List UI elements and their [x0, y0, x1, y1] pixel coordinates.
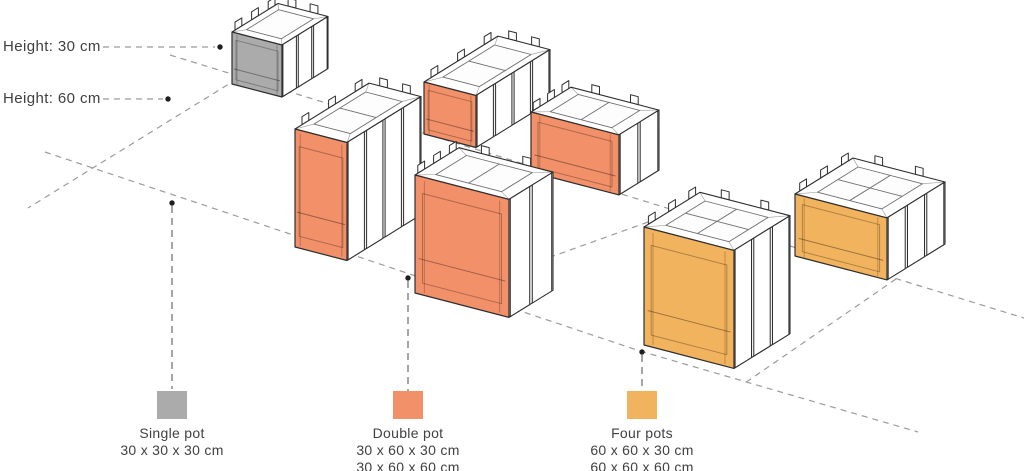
double-pot-dims-1: 30 x 60 x 30 cm	[356, 442, 460, 458]
four-pots-short	[794, 152, 946, 281]
single-pot	[231, 0, 329, 98]
single-pot-label: Single pot	[139, 425, 205, 441]
double-pot-dims-2: 30 x 60 x 60 cm	[356, 459, 460, 471]
legend-single-pot: Single pot 30 x 30 x 30 cm	[82, 391, 262, 459]
legend-four-pots: Four pots 60 x 60 x 30 cm 60 x 60 x 60 c…	[552, 391, 732, 471]
double-pot-tall-b	[414, 140, 554, 318]
four-pots-swatch	[627, 391, 657, 419]
pointer-dot	[169, 200, 175, 206]
pointer-guides	[165, 44, 645, 391]
double-pot-tall-a	[294, 77, 422, 262]
double-pot-label: Double pot	[372, 425, 444, 441]
single-pot-swatch	[157, 391, 187, 419]
height-30-label: Height: 30 cm	[3, 38, 101, 55]
double-pot-swatch	[393, 391, 423, 419]
single-pot-dims: 30 x 30 x 30 cm	[120, 442, 224, 458]
pointer-dot	[405, 275, 411, 281]
pointer-dot	[217, 44, 223, 50]
double-pot-short-a	[423, 30, 551, 149]
four-pots-label: Four pots	[611, 425, 673, 441]
pointer-dot	[639, 349, 645, 355]
height-60-label: Height: 60 cm	[3, 90, 101, 107]
four-pots-tall	[643, 186, 791, 369]
legend-double-pot: Double pot 30 x 60 x 30 cm 30 x 60 x 60 …	[318, 391, 498, 471]
four-pots-dims-1: 60 x 60 x 30 cm	[590, 442, 694, 458]
four-pots-dims-2: 60 x 60 x 60 cm	[590, 459, 694, 471]
pointer-dot	[165, 96, 171, 102]
double-pot-short-b	[530, 80, 660, 196]
